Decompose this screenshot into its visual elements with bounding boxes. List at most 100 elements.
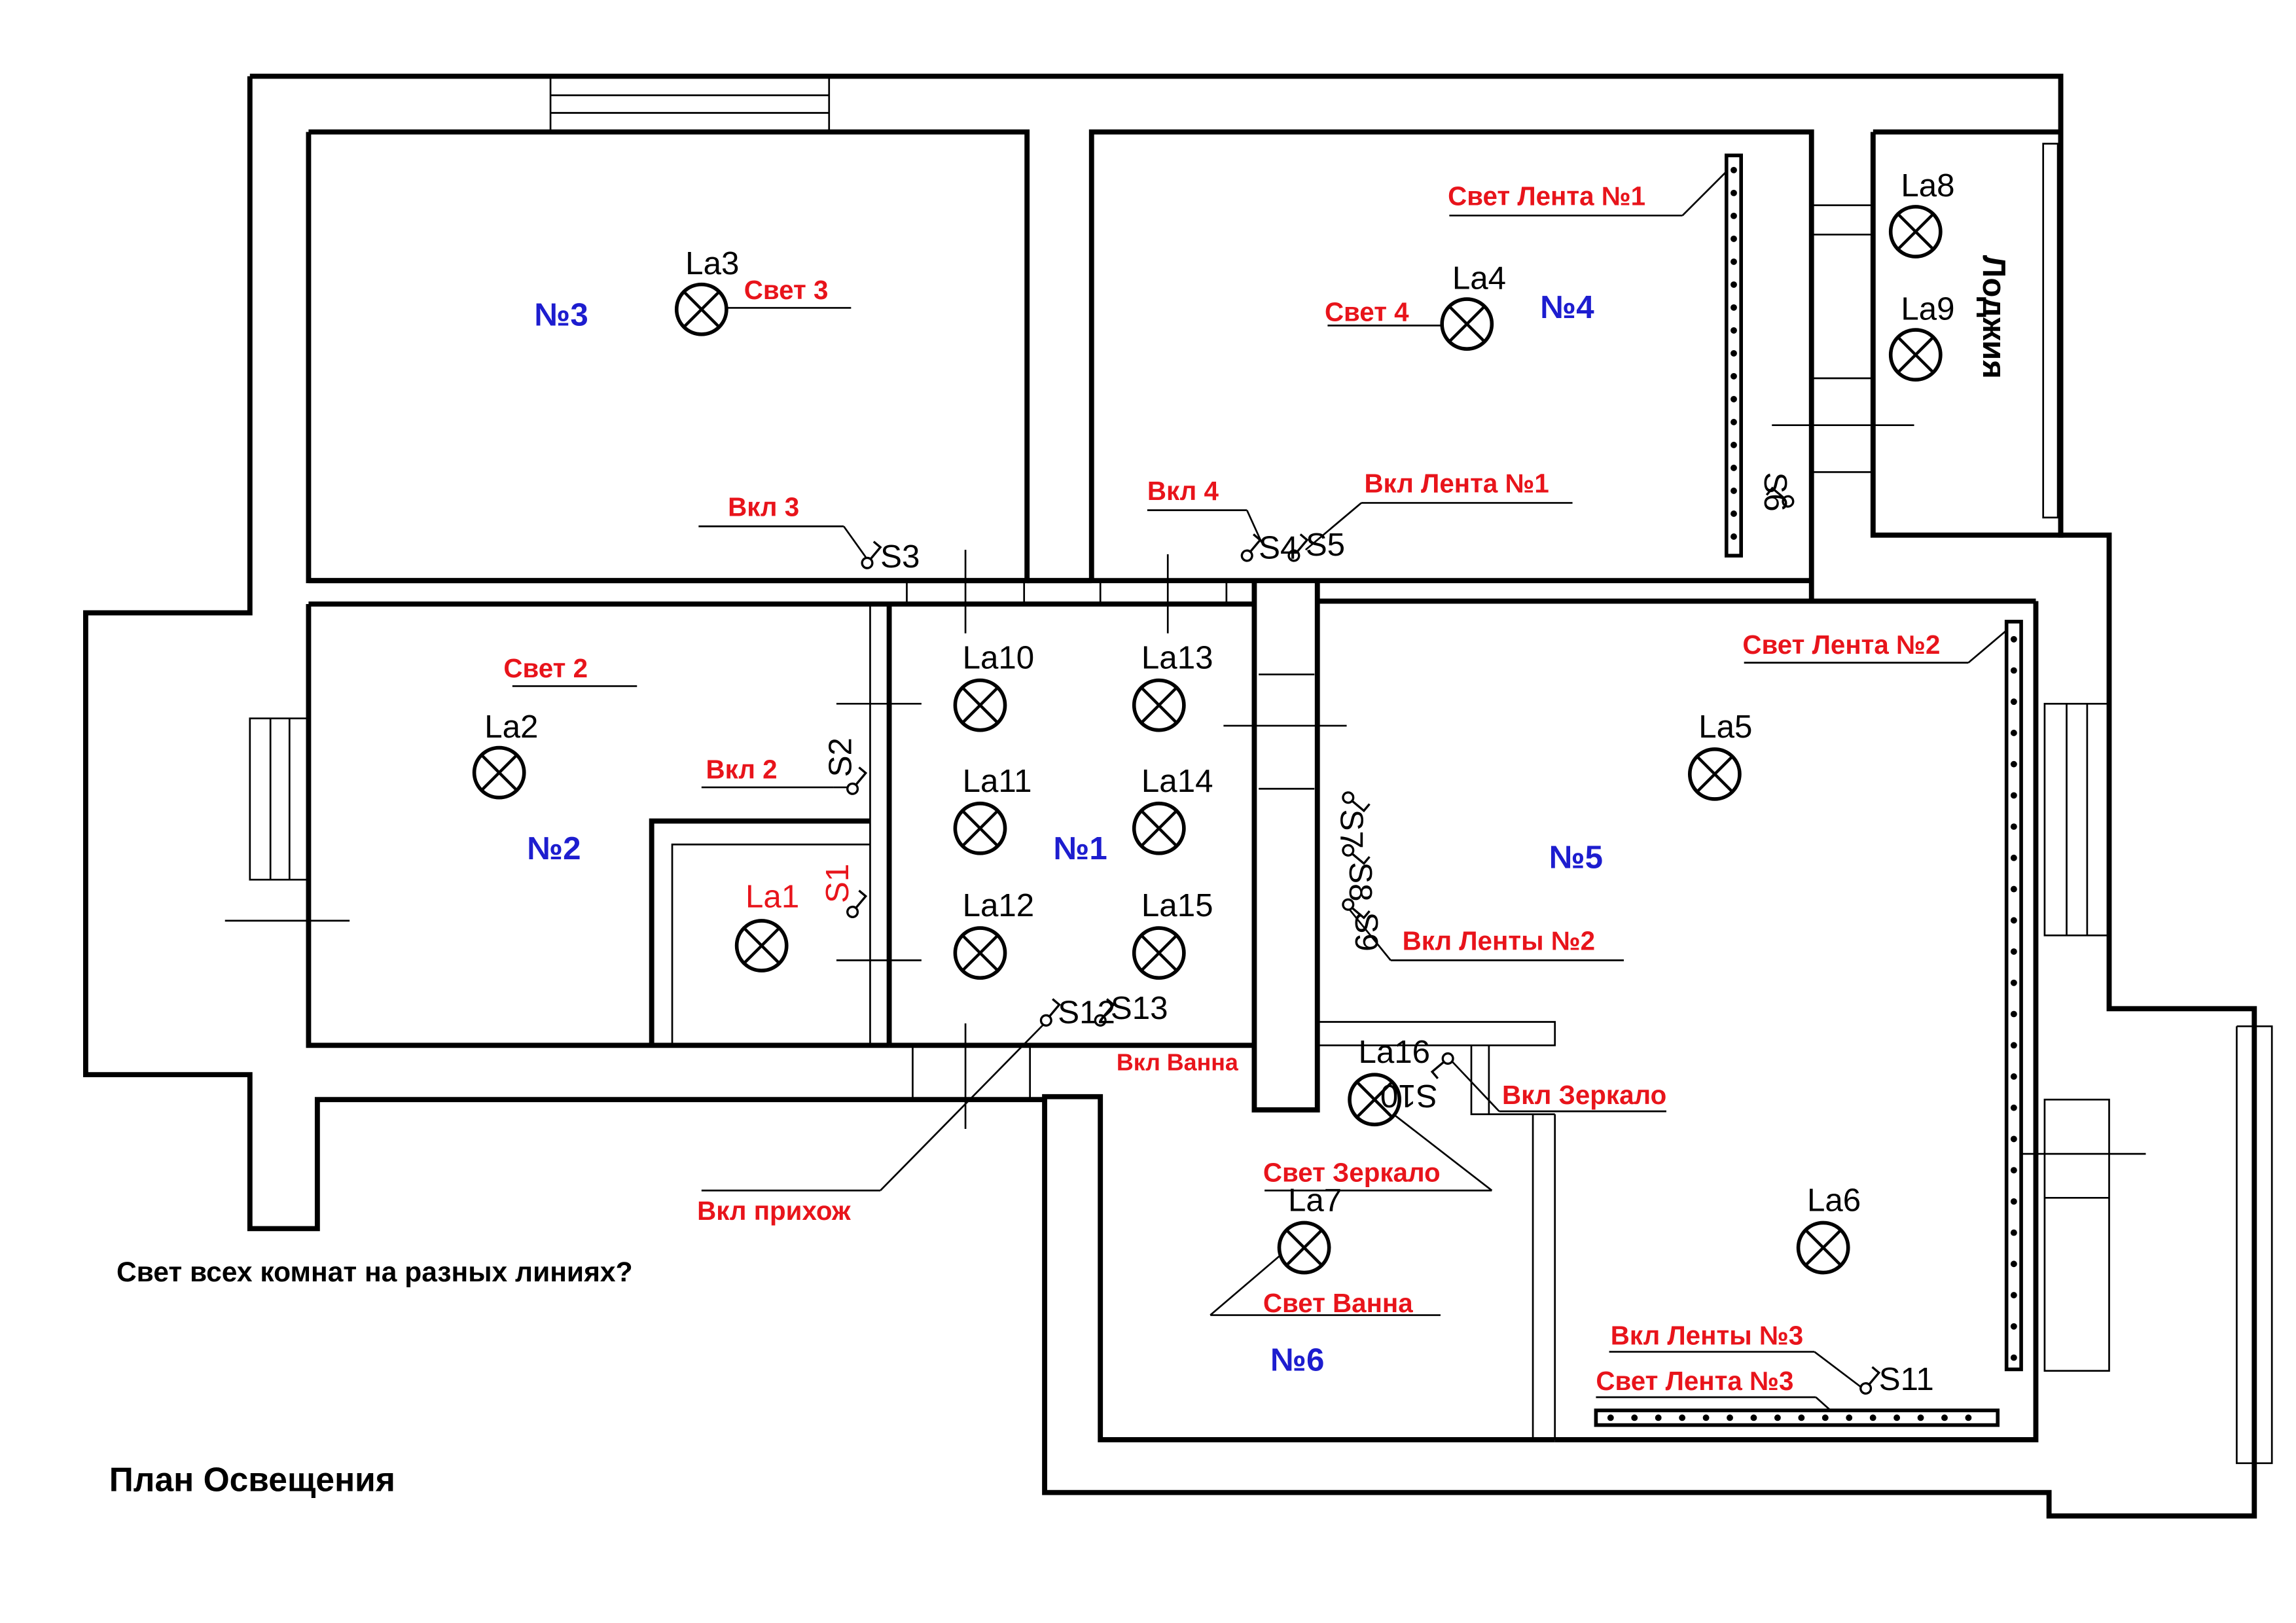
switch-s5 <box>1287 533 1309 562</box>
switch-tags: S1 S2 S3 S4 S5 S6 S7 S8 S9 S10 S11 S12 S… <box>819 472 1934 1397</box>
strip-3-led <box>1774 1414 1781 1421</box>
strip-1-led <box>1731 235 1737 242</box>
label-switch-strip-2: Вкл Ленты №2 <box>1403 926 1595 956</box>
lamp-la13 <box>1132 678 1186 732</box>
lamp-tag-la6: La6 <box>1807 1182 1861 1218</box>
strip-3-led <box>1727 1414 1733 1421</box>
strip-3-led <box>1893 1414 1901 1421</box>
led-strip-1 <box>1724 153 1743 558</box>
lamp-tag-la13: La13 <box>1141 640 1213 676</box>
strip-3-led <box>1965 1414 1972 1421</box>
shaft-wall <box>1251 580 1320 1113</box>
lamp-la8 <box>1888 205 1943 259</box>
switch-s2 <box>846 766 868 795</box>
bath-partition <box>1317 1021 1556 1046</box>
plan-title: План Освещения <box>109 1460 395 1498</box>
strip-1-led <box>1731 465 1737 471</box>
label-switch-strip-3: Вкл Ленты №3 <box>1611 1320 1803 1350</box>
lamp-tag-la4: La4 <box>1452 260 1506 296</box>
switch-tag-s12: S12 <box>1058 995 1115 1031</box>
strip-2-led <box>2010 1135 2017 1143</box>
strip-3-led <box>1679 1414 1686 1421</box>
lamp-la2 <box>472 745 526 800</box>
bath-partition-2 <box>1470 1045 1555 1115</box>
label-bath-light: Свет Ванна <box>1263 1288 1413 1318</box>
strip-1-led <box>1731 212 1737 219</box>
label-switch-2: Вкл 2 <box>706 755 778 785</box>
room-3-wall <box>306 129 1030 584</box>
leader-lines <box>512 171 2007 1412</box>
strip-1-led <box>1731 304 1737 311</box>
switch-s8 <box>1342 844 1371 865</box>
lamp-la12 <box>953 926 1007 980</box>
label-strip-1: Свет Лента №1 <box>1448 181 1645 211</box>
label-switch-3: Вкл 3 <box>728 492 799 522</box>
strip-2-led <box>2010 760 2017 768</box>
windows <box>224 75 2146 1372</box>
switch-tag-s7: S7 <box>1334 810 1370 849</box>
switch-s12 <box>1039 998 1061 1027</box>
strip-2-led <box>2010 1260 2017 1268</box>
switch-tag-s9: S9 <box>1348 912 1384 951</box>
lamp-la5 <box>1687 747 1742 801</box>
lamp-tag-la5: La5 <box>1698 709 1752 745</box>
label-switch-strip-1: Вкл Лента №1 <box>1364 469 1549 499</box>
strip-2-led <box>2010 635 2017 643</box>
strip-2-led <box>2010 854 2017 861</box>
strip-3-led <box>1917 1414 1924 1421</box>
room-5-right-wall <box>1554 601 2039 1442</box>
lamp-tag-la9: La9 <box>1901 291 1954 327</box>
lamp-la7 <box>1277 1221 1331 1275</box>
label-switch-4: Вкл 4 <box>1147 476 1219 506</box>
room-label-1: №1 <box>1054 830 1107 866</box>
strip-3-led <box>1798 1414 1805 1421</box>
switch-s10 <box>1430 1052 1454 1080</box>
window-top <box>549 75 831 133</box>
switch-s6 <box>1765 486 1795 508</box>
lamp-la6 <box>1796 1221 1850 1275</box>
strip-2-led <box>2010 1042 2017 1049</box>
lamp-tag-la8: La8 <box>1901 168 1954 204</box>
outer-wall <box>82 73 2257 1519</box>
switch-tag-s11: S11 <box>1879 1361 1934 1397</box>
strip-2-led <box>2010 1104 2017 1111</box>
switch-tag-s3: S3 <box>880 539 920 575</box>
strip-2-led <box>2010 823 2017 830</box>
room-6-left-wall <box>1042 1094 1555 1442</box>
label-mirror-light: Свет Зеркало <box>1263 1158 1441 1188</box>
switch-s7 <box>1342 791 1371 813</box>
lamp-tag-la11: La11 <box>963 763 1032 799</box>
strip-3-led <box>1821 1414 1829 1421</box>
switch-tag-s8: S8 <box>1342 862 1378 901</box>
strip-1-led <box>1731 395 1737 402</box>
strip-1-led <box>1731 189 1737 196</box>
strip-2-led <box>2010 1323 2017 1330</box>
lamp-tag-la16: La16 <box>1358 1034 1430 1070</box>
strip-1-led <box>1731 166 1737 173</box>
strip-2-led <box>2010 792 2017 799</box>
strip-2-led <box>2010 1229 2017 1236</box>
strip-3-led <box>1631 1414 1638 1421</box>
strip-3-led <box>1869 1414 1876 1421</box>
balcony-outline <box>2236 1025 2273 1465</box>
closet-wall-inner <box>671 844 870 1046</box>
switch-s9 <box>1342 898 1371 919</box>
window-balcony <box>2017 1098 2146 1372</box>
lamp-la14 <box>1132 801 1186 855</box>
label-switch-bath: Вкл Ванна <box>1117 1049 1239 1075</box>
strip-3-led <box>1655 1414 1662 1421</box>
lamp-tag-la3: La3 <box>685 245 739 281</box>
lamp-tag-la10: La10 <box>963 640 1035 676</box>
lamps <box>472 205 1943 1275</box>
closet-wall <box>649 818 870 1046</box>
lamp-tag-la7: La7 <box>1288 1182 1342 1218</box>
switch-s1 <box>846 889 868 918</box>
strip-1-led <box>1731 258 1737 265</box>
strip-2-led <box>2010 917 2017 924</box>
window-left <box>224 717 350 922</box>
lamp-la11 <box>953 801 1007 855</box>
led-strip-2 <box>2004 620 2023 1372</box>
switch-tag-s6: S6 <box>1757 472 1793 511</box>
lamp-la16 <box>1348 1073 1402 1127</box>
